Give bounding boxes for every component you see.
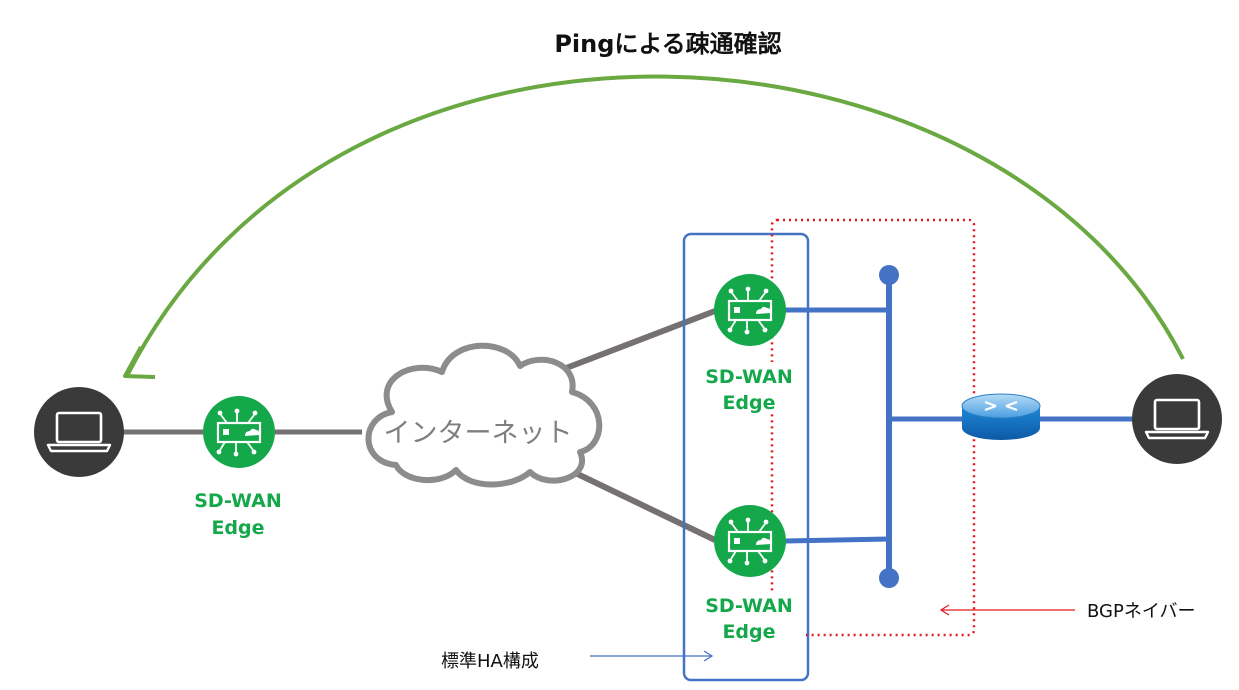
- sd-wan-edge-icon-ha-secondary: [712, 503, 788, 579]
- wan-line-top: [546, 308, 717, 378]
- bgp-pointer-arrowhead: [939, 604, 950, 616]
- edge-label-ha-secondary-line1: SD-WAN: [705, 595, 793, 617]
- laptop-icon-right: [1130, 372, 1224, 466]
- edge-label-left-line2: Edge: [211, 517, 264, 539]
- bgp-neighbor-box: [770, 218, 976, 637]
- lan-line-bottom-edge: [784, 536, 890, 544]
- bgp-neighbor-label: BGPネイバー: [1087, 601, 1195, 622]
- cloud-icon: [365, 342, 603, 488]
- edge-label-ha-primary-line2: Edge: [722, 392, 775, 414]
- ping-arrowhead: [123, 346, 156, 379]
- sd-wan-edge-icon-left: [201, 394, 277, 470]
- cloud-label: インターネット: [384, 418, 573, 449]
- bus-end-top: [879, 265, 899, 285]
- edge-label-ha-primary-line1: SD-WAN: [705, 366, 793, 388]
- edge-label-bg-bottom: [702, 592, 806, 644]
- laptop-icon-left: [32, 385, 126, 479]
- bus-end-bottom: [879, 568, 899, 588]
- ha-pointer-arrowhead: [703, 650, 714, 662]
- wan-line-bottom: [563, 465, 717, 543]
- router-icon: [961, 393, 1041, 440]
- edge-label-left-line1: SD-WAN: [194, 490, 282, 512]
- ha-group-box: [682, 232, 810, 682]
- ping-arc-arrow: [126, 74, 1185, 375]
- sd-wan-edge-icon-ha-primary: [712, 272, 788, 348]
- diagram-title: Pingによる疎通確認: [554, 30, 781, 58]
- ha-config-label: 標準HA構成: [441, 651, 539, 672]
- edge-label-bg-top: [702, 362, 806, 414]
- edge-label-ha-secondary-line2: Edge: [722, 621, 775, 643]
